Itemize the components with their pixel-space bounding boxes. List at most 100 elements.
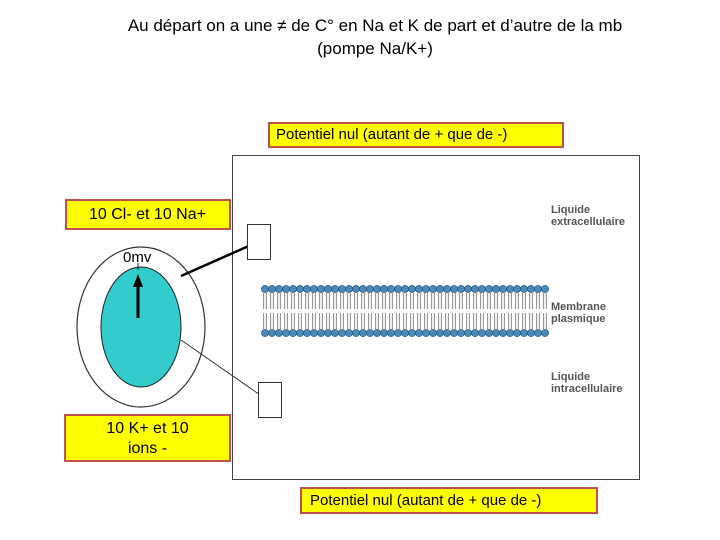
membrane-label-line-2: plasmique [551, 313, 606, 325]
inner-lipid-head [373, 329, 381, 337]
inner-lipid-head [436, 329, 444, 337]
outer-lipid-head [338, 285, 346, 293]
outer-lipid-head [331, 285, 339, 293]
slide-title: Au départ on a une ≠ de C° en Na et K de… [0, 14, 720, 60]
inner-lipid-head [366, 329, 374, 337]
outer-lipid-head [443, 285, 451, 293]
inner-lipid-head [422, 329, 430, 337]
outer-lipid-head [415, 285, 423, 293]
outer-lipid-head [534, 285, 542, 293]
inner-lipid-head [429, 329, 437, 337]
inner-lipid-head [394, 329, 402, 337]
outer-lipid-head [317, 285, 325, 293]
bottom-potential-label: Potentiel nul (autant de + que de -) [300, 487, 598, 514]
outer-lipid-head [471, 285, 479, 293]
intracellular-ions-line-2: ions - [127, 440, 168, 457]
outer-lipid-head [394, 285, 402, 293]
inner-lipid-head [345, 329, 353, 337]
outer-lipid-head [352, 285, 360, 293]
intracellular-ions-line-1: 10 K+ et 10 [106, 420, 189, 437]
inner-lipid-head [520, 329, 528, 337]
outer-lipid-head [492, 285, 500, 293]
extracellular-ions-label: 10 Cl- et 10 Na+ [65, 199, 231, 230]
outer-lipid-head [345, 285, 353, 293]
outer-lipid-head [366, 285, 374, 293]
outer-lipid-head [310, 285, 318, 293]
inner-lipid-head [324, 329, 332, 337]
outer-lipid-head [464, 285, 472, 293]
outer-lipid-head [401, 285, 409, 293]
title-line-2: (pompe Na/K+) [317, 39, 433, 58]
intracellular-label-line-1: Liquide [551, 371, 591, 383]
intracellular-label-line-2: intracellulaire [551, 383, 623, 395]
inner-lipid-head [261, 329, 269, 337]
inner-lipid-head [352, 329, 360, 337]
outer-lipid-head [485, 285, 493, 293]
outer-lipid-head [359, 285, 367, 293]
inner-lipid-head [443, 329, 451, 337]
inner-lipid-head [513, 329, 521, 337]
inner-lipid-head [380, 329, 388, 337]
wire-top [180, 243, 252, 278]
intracellular-electrode [258, 382, 282, 418]
membrane-label: Membrane plasmique [551, 301, 606, 325]
inner-lipid-head [310, 329, 318, 337]
outer-lipid-head [527, 285, 535, 293]
outer-lipid-head [506, 285, 514, 293]
inner-lipid-head [359, 329, 367, 337]
outer-lipid-head [380, 285, 388, 293]
extracellular-electrode [247, 224, 271, 260]
inner-lipid-head [387, 329, 395, 337]
outer-lipid-head [408, 285, 416, 293]
extracellular-label-line-1: Liquide [551, 204, 591, 216]
inner-lipid-head [296, 329, 304, 337]
outer-lipid-head [436, 285, 444, 293]
inner-lipid-head [534, 329, 542, 337]
inner-lipid-head [478, 329, 486, 337]
outer-lipid-head [541, 285, 549, 293]
outer-lipid-head [303, 285, 311, 293]
inner-lipid-head [331, 329, 339, 337]
outer-lipid-head [429, 285, 437, 293]
outer-lipid-head [387, 285, 395, 293]
outer-lipid-head [499, 285, 507, 293]
phospholipid-bilayer [261, 285, 549, 337]
inner-lipid-head [527, 329, 535, 337]
top-potential-label: Potentiel nul (autant de + que de -) [268, 122, 564, 148]
inner-lipid-head [499, 329, 507, 337]
inner-lipid-head [289, 329, 297, 337]
inner-lipid-head [317, 329, 325, 337]
outer-lipid-head [457, 285, 465, 293]
inner-lipid-head [268, 329, 276, 337]
voltmeter-reading: 0mv [123, 249, 152, 266]
membrane-label-line-1: Membrane [551, 301, 607, 313]
inner-lipid-head [338, 329, 346, 337]
inner-lipid-head [275, 329, 283, 337]
title-line-1: Au départ on a une ≠ de C° en Na et K de… [127, 16, 623, 35]
voltmeter-face [100, 266, 182, 388]
inner-lipid-head [303, 329, 311, 337]
intracellular-label: Liquide intracellulaire [551, 371, 623, 395]
inner-lipid-head [506, 329, 514, 337]
outer-lipid-head [324, 285, 332, 293]
inner-lipid-head [408, 329, 416, 337]
inner-lipid-head [471, 329, 479, 337]
outer-lipid-head [275, 285, 283, 293]
inner-lipid-head [450, 329, 458, 337]
voltmeter-needle-head [133, 274, 143, 287]
outer-lipid-head [282, 285, 290, 293]
outer-lipid-head [373, 285, 381, 293]
outer-lipid-head [289, 285, 297, 293]
outer-lipid-head [268, 285, 276, 293]
outer-lipid-head [478, 285, 486, 293]
inner-lipid-head [485, 329, 493, 337]
extracellular-label-line-2: extracellulaire [551, 216, 625, 228]
inner-lipid-head [541, 329, 549, 337]
outer-lipid-head [513, 285, 521, 293]
extracellular-label: Liquide extracellulaire [551, 204, 625, 228]
outer-lipid-head [296, 285, 304, 293]
intracellular-ions-label: 10 K+ et 10 ions - [64, 414, 231, 462]
outer-lipid-head [520, 285, 528, 293]
inner-lipid-head [282, 329, 290, 337]
